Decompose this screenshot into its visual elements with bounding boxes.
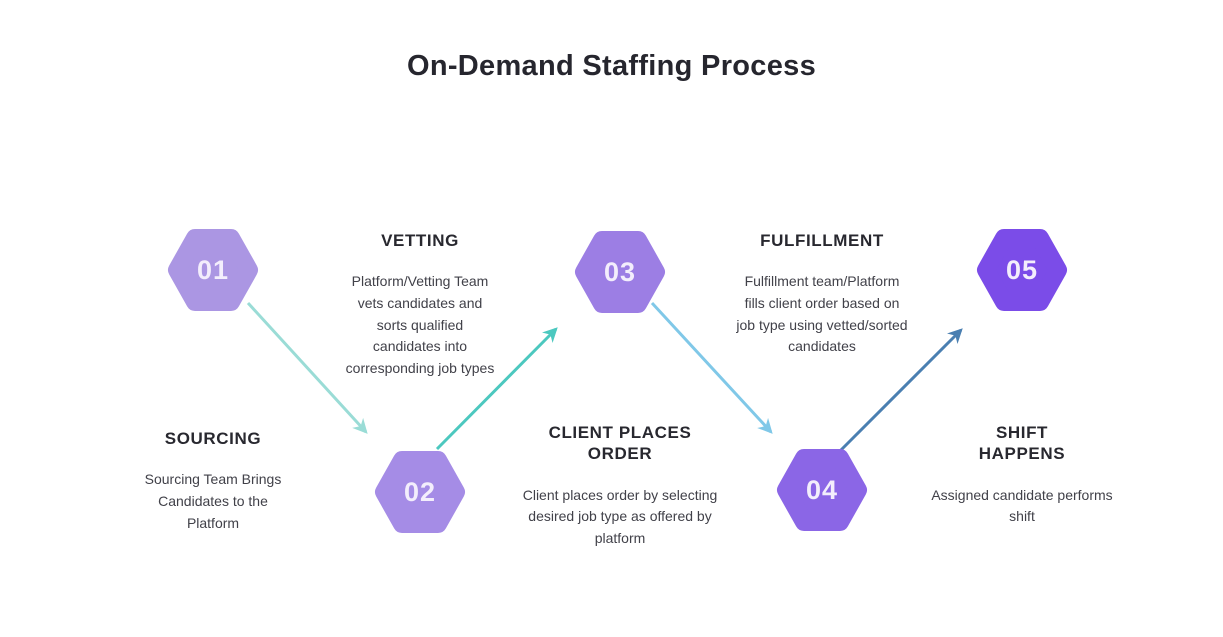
step-number: 02	[403, 476, 437, 507]
step-heading: SOURCING	[164, 429, 262, 448]
step-02-hexagon: 02	[374, 450, 466, 534]
step-number: 03	[603, 256, 637, 287]
step-heading: FULFILLMENT	[760, 231, 884, 250]
step-description: Platform/Vetting Team vets candidates an…	[345, 273, 495, 376]
step-description: Sourcing Team Brings Candidates to the P…	[144, 471, 282, 531]
step-description: Assigned candidate performs shift	[931, 486, 1113, 525]
step-05-text: SHIFT HAPPENS Assigned candidate perform…	[912, 422, 1132, 528]
step-01-hexagon: 01	[167, 228, 259, 312]
hexagon-shape-icon	[375, 451, 465, 533]
step-04-text: FULFILLMENT Fulfillment team/Platform fi…	[712, 230, 932, 358]
hexagon-fill	[375, 451, 465, 533]
hexagon-shape-icon	[168, 229, 258, 311]
step-05-hexagon: 05	[976, 228, 1068, 312]
step-03-text: CLIENT PLACES ORDER Client places order …	[510, 422, 730, 550]
hexagon-fill	[777, 449, 867, 531]
step-heading: SHIFT HAPPENS	[978, 423, 1066, 464]
step-03-hexagon: 03	[574, 230, 666, 314]
hexagon-shape-icon	[777, 449, 867, 531]
step-number: 04	[805, 474, 839, 505]
step-heading: CLIENT PLACES ORDER	[548, 423, 692, 464]
step-heading: VETTING	[381, 231, 459, 250]
hexagon-fill	[168, 229, 258, 311]
step-description: Client places order by selecting desired…	[522, 486, 718, 546]
step-04-hexagon: 04	[776, 448, 868, 532]
hexagon-shape-icon	[575, 231, 665, 313]
step-02-text: VETTING Platform/Vetting Team vets candi…	[320, 230, 520, 380]
hexagon-shape-icon	[977, 229, 1067, 311]
step-number: 05	[1005, 254, 1039, 285]
hexagon-fill	[977, 229, 1067, 311]
step-description: Fulfillment team/Platform fills client o…	[736, 273, 908, 355]
diagram-title: On-Demand Staffing Process	[406, 50, 817, 82]
step-01-text: SOURCING Sourcing Team Brings Candidates…	[103, 428, 323, 534]
step-number: 01	[196, 254, 230, 285]
hexagon-fill	[575, 231, 665, 313]
